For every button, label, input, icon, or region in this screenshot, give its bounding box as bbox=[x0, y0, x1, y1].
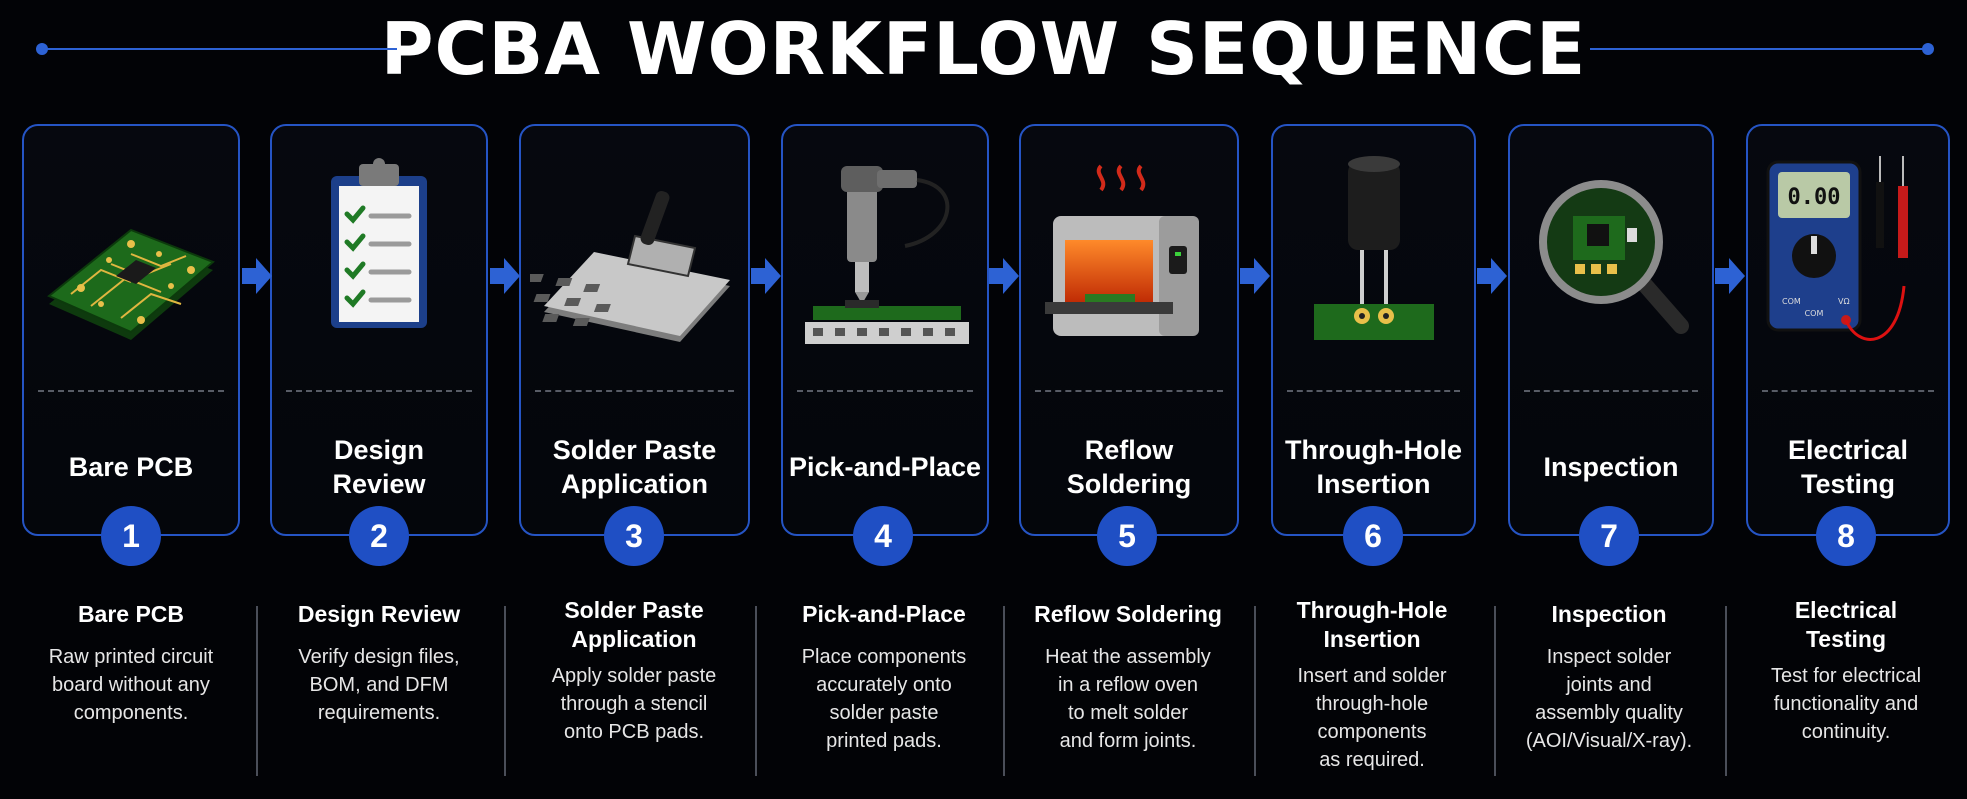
step-label: Electrical Testing bbox=[1787, 435, 1909, 499]
card-divider bbox=[1762, 390, 1934, 392]
card-divider bbox=[38, 390, 224, 392]
description-title: Design Review bbox=[297, 601, 461, 627]
description-text: Insert and solder through-hole component… bbox=[1297, 665, 1447, 771]
title-rule-right bbox=[1590, 48, 1928, 50]
step-card-2: Design Review bbox=[270, 124, 488, 536]
description-text: Heat the assembly in a reflow oven to me… bbox=[1045, 646, 1211, 752]
step-badge-4: 4 bbox=[853, 506, 913, 566]
port-label-left: COM bbox=[1782, 297, 1801, 306]
step-description-1: Bare PCB Raw printed circuit board witho… bbox=[20, 600, 242, 727]
port-label-right: VΩ bbox=[1838, 297, 1850, 306]
step-label: Through-Hole Insertion bbox=[1285, 435, 1462, 499]
description-text: Inspect solder joints and assembly quali… bbox=[1525, 646, 1693, 752]
multimeter-icon: 0.00 COM COM VΩ bbox=[1766, 156, 1908, 341]
description-text: Place components accurately onto solder … bbox=[801, 646, 967, 752]
arrow-right-icon bbox=[1715, 258, 1745, 294]
step-card-4: Pick-and-Place bbox=[781, 124, 989, 536]
multimeter-display: 0.00 bbox=[1788, 185, 1841, 210]
card-divider bbox=[1035, 390, 1223, 392]
arrow-right-icon bbox=[1240, 258, 1270, 294]
step-badge-3: 3 bbox=[604, 506, 664, 566]
step-label: Pick-and-Place bbox=[788, 452, 982, 482]
step-label: Reflow Soldering bbox=[1066, 435, 1192, 499]
card-divider bbox=[797, 390, 973, 392]
description-separator bbox=[1725, 606, 1727, 776]
clipboard-checklist-icon bbox=[331, 158, 427, 328]
magnifier-icon bbox=[1539, 180, 1689, 334]
title-rule-left-dot bbox=[36, 43, 48, 55]
card-divider bbox=[535, 390, 734, 392]
step-description-6: Through-Hole Insertion Insert and solder… bbox=[1264, 596, 1480, 774]
description-text: Raw printed circuit board without any co… bbox=[48, 646, 214, 724]
step-description-2: Design Review Verify design files, BOM, … bbox=[268, 600, 490, 727]
step-badge-5: 5 bbox=[1097, 506, 1157, 566]
title-rule-left bbox=[42, 48, 397, 50]
reflow-oven-icon bbox=[1045, 164, 1199, 336]
description-title: Through-Hole Insertion bbox=[1296, 597, 1448, 652]
description-separator bbox=[1003, 606, 1005, 776]
step-card-6: Through-Hole Insertion bbox=[1271, 124, 1476, 536]
description-separator bbox=[1254, 606, 1256, 776]
step-description-4: Pick-and-Place Place components accurate… bbox=[770, 600, 998, 755]
description-title: Inspection bbox=[1551, 601, 1667, 627]
description-separator bbox=[755, 606, 757, 776]
step-label: Inspection bbox=[1543, 452, 1679, 482]
description-text: Verify design files, BOM, and DFM requir… bbox=[298, 646, 460, 724]
step-card-8: 0.00 COM COM VΩ Electrical Testing bbox=[1746, 124, 1950, 536]
step-description-7: Inspection Inspect solder joints and ass… bbox=[1504, 600, 1714, 755]
arrow-right-icon bbox=[490, 258, 520, 294]
step-card-3: Solder Paste Application bbox=[519, 124, 750, 536]
step-badge-6: 6 bbox=[1343, 506, 1403, 566]
description-title: Pick-and-Place bbox=[802, 601, 966, 627]
arrow-right-icon bbox=[989, 258, 1019, 294]
card-divider bbox=[1287, 390, 1460, 392]
description-separator bbox=[504, 606, 506, 776]
capacitor-icon bbox=[1313, 156, 1434, 340]
description-title: Solder Paste Application bbox=[564, 597, 704, 652]
card-divider bbox=[286, 390, 472, 392]
step-card-7: Inspection bbox=[1508, 124, 1714, 536]
port-label-com: COM bbox=[1805, 309, 1824, 318]
step-badge-7: 7 bbox=[1579, 506, 1639, 566]
arrow-right-icon bbox=[242, 258, 272, 294]
step-card-5: Reflow Soldering bbox=[1019, 124, 1239, 536]
description-title: Electrical Testing bbox=[1794, 597, 1898, 652]
title-rule-right-dot bbox=[1922, 43, 1934, 55]
step-badge-2: 2 bbox=[349, 506, 409, 566]
description-title: Reflow Soldering bbox=[1034, 601, 1222, 627]
description-text: Test for electrical functionality and co… bbox=[1770, 665, 1922, 743]
step-badge-1: 1 bbox=[101, 506, 161, 566]
step-description-5: Reflow Soldering Heat the assembly in a … bbox=[1016, 600, 1240, 755]
step-description-8: Electrical Testing Test for electrical f… bbox=[1740, 596, 1952, 746]
step-description-3: Solder Paste Application Apply solder pa… bbox=[518, 596, 750, 746]
step-badge-8: 8 bbox=[1816, 506, 1876, 566]
description-separator bbox=[1494, 606, 1496, 776]
description-text: Apply solder paste through a stencil ont… bbox=[551, 665, 717, 743]
pcb-board-icon bbox=[47, 228, 215, 340]
card-divider bbox=[1524, 390, 1698, 392]
description-title: Bare PCB bbox=[77, 601, 185, 627]
arrow-right-icon bbox=[1477, 258, 1507, 294]
step-label: Bare PCB bbox=[68, 452, 194, 482]
step-label: Design Review bbox=[332, 435, 426, 499]
description-separator bbox=[256, 606, 258, 776]
step-label: Solder Paste Application bbox=[552, 435, 717, 499]
page-title: PCBA WORKFLOW SEQUENCE bbox=[380, 7, 1587, 91]
arrow-right-icon bbox=[751, 258, 781, 294]
pick-and-place-machine-icon bbox=[805, 166, 969, 344]
step-card-1: Bare PCB bbox=[22, 124, 240, 536]
stencil-squeegee-icon bbox=[529, 190, 730, 342]
